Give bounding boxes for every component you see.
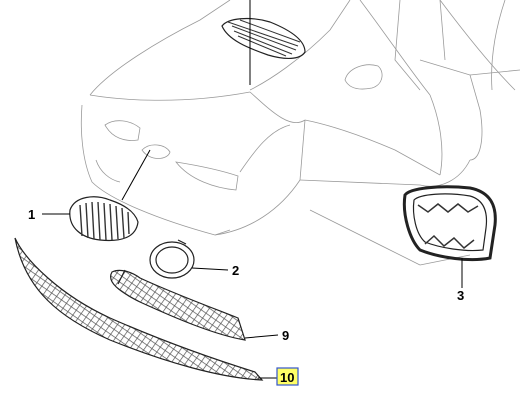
callout-1[interactable]: 1 bbox=[28, 207, 35, 222]
callout-3[interactable]: 3 bbox=[457, 288, 464, 303]
callout-10-highlight bbox=[276, 367, 299, 386]
leader-lines bbox=[42, 149, 463, 379]
headlight-ring-part bbox=[149, 239, 195, 279]
car-outline bbox=[80, 0, 521, 266]
mesh-insert-part bbox=[110, 269, 246, 341]
lower-mesh-grille-part bbox=[14, 237, 264, 381]
frame-bracket-part bbox=[402, 185, 497, 262]
callout-9[interactable]: 9 bbox=[282, 328, 289, 343]
kidney-grille-part bbox=[69, 196, 139, 242]
hood-vent bbox=[221, 0, 306, 85]
callout-2[interactable]: 2 bbox=[232, 263, 239, 278]
callout-10[interactable]: 10 bbox=[280, 370, 294, 385]
